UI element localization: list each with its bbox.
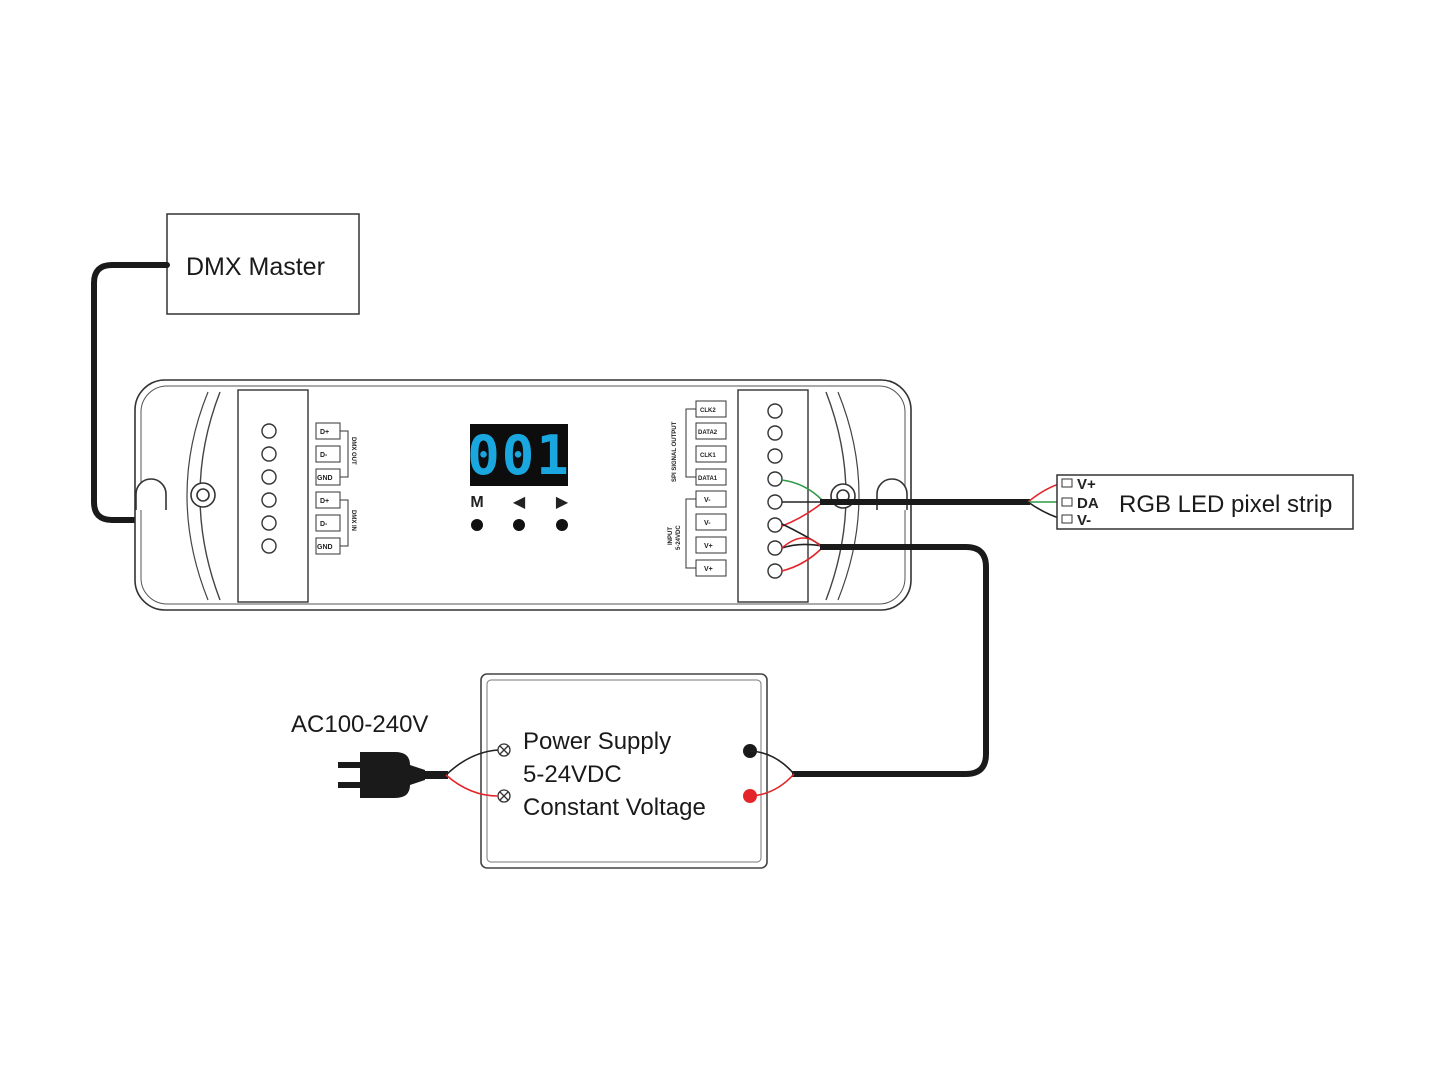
led-strip: V+ DA V- RGB LED pixel strip	[1056, 474, 1354, 530]
power-supply-line3: Constant Voltage	[523, 794, 706, 821]
dmx-master-label: DMX Master	[186, 253, 325, 281]
power-supply: Power Supply 5-24VDC Constant Voltage	[480, 673, 768, 869]
svg-text:V+: V+	[704, 566, 713, 573]
button-left[interactable]	[513, 519, 525, 531]
svg-text:D+: D+	[320, 429, 329, 436]
svg-text:CLK2: CLK2	[700, 408, 716, 414]
psu-output-wires	[749, 750, 795, 797]
screw-left-icon	[190, 482, 216, 508]
svg-text:DATA1: DATA1	[698, 476, 718, 482]
dmx-terminal-labels: D+ D- GND D+ D- GND DMX OUT DMX IN	[315, 422, 356, 555]
svg-text:V-: V-	[704, 520, 711, 527]
power-terminal-labels: V- V- V+ V+ INPUT 5-24VDC	[668, 490, 727, 577]
power-supply-line2: 5-24VDC	[523, 761, 622, 788]
svg-text:V+: V+	[704, 543, 713, 550]
strip-pin-da: DA	[1077, 495, 1099, 512]
strip-pin-vplus: V+	[1077, 476, 1096, 493]
svg-text:D+: D+	[320, 498, 329, 505]
right-terminal-holes	[767, 403, 783, 579]
button-m-label: M	[470, 494, 483, 511]
svg-text:DATA2: DATA2	[698, 430, 718, 436]
led-strip-label: RGB LED pixel strip	[1119, 491, 1332, 518]
button-left-label: ◀	[513, 494, 526, 511]
dmx-in-label: DMX IN	[350, 510, 356, 531]
strip-cable-wires	[781, 479, 823, 527]
input-voltage-label: 5-24VDC	[676, 525, 682, 550]
svg-text:V-: V-	[704, 497, 711, 504]
spi-terminal-labels: CLK2 DATA2 CLK1 DATA1 SPI SIGNAL OUTPUT	[672, 400, 727, 486]
psu-output-cable	[792, 544, 989, 777]
svg-text:D-: D-	[320, 452, 328, 459]
dmx-cable	[91, 262, 243, 523]
led-display-value: 001	[467, 424, 571, 487]
ac-plug-icon	[338, 752, 448, 798]
button-m[interactable]	[471, 519, 483, 531]
ac-input-wires	[445, 749, 499, 797]
strip-pin-vminus: V-	[1077, 512, 1091, 529]
spi-label: SPI SIGNAL OUTPUT	[672, 421, 678, 482]
svg-text:GND: GND	[317, 475, 333, 482]
ac-input-label: AC100-240V	[291, 711, 428, 738]
button-right-label: ▶	[556, 494, 569, 511]
svg-text:D-: D-	[320, 521, 328, 528]
controller: D+ D- GND D+ D- GND DMX OUT DMX IN 001 M…	[134, 379, 912, 611]
svg-text:GND: GND	[317, 544, 333, 551]
mount-slot-right	[876, 478, 908, 510]
left-terminal-holes	[261, 423, 277, 554]
power-supply-line1: Power Supply	[523, 728, 671, 755]
svg-text:CLK1: CLK1	[700, 453, 716, 459]
mount-slot-left	[135, 478, 167, 510]
ac-terminal-icon	[497, 743, 511, 803]
psu-cable-wires-controller	[781, 523, 823, 572]
input-label: INPUT	[668, 527, 674, 545]
dmx-out-label: DMX OUT	[350, 437, 356, 465]
led-display	[470, 424, 568, 486]
button-right[interactable]	[556, 519, 568, 531]
dmx-master: DMX Master	[166, 213, 360, 315]
